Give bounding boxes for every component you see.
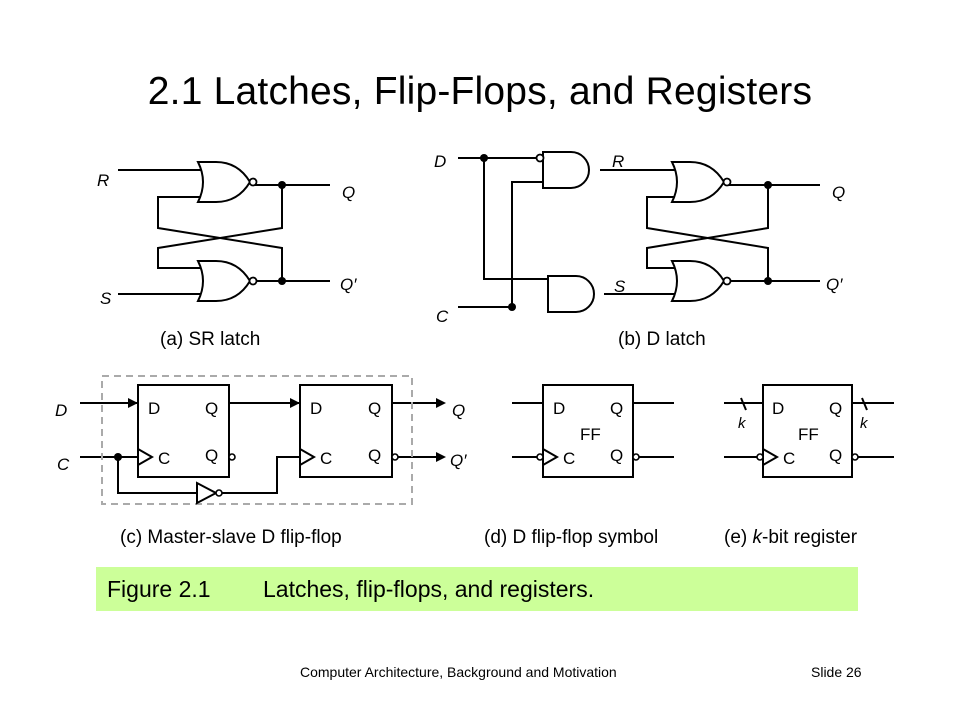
footer-course-title: Computer Architecture, Background and Mo… [300, 664, 617, 680]
ms-output-qprime: Q′ [450, 451, 467, 470]
register-box-q: Q [829, 399, 842, 418]
dlatch-output-q: Q [832, 183, 845, 202]
register-box-d: D [772, 399, 784, 418]
slave-ff-box [299, 384, 393, 478]
dff-box-q: Q [610, 399, 623, 418]
sr-output-qprime: Q′ [340, 275, 357, 294]
sr-input-s: S [100, 289, 112, 308]
sr-nor-gate-bottom [197, 260, 258, 302]
register-caption: (e) k-bit register [724, 527, 858, 548]
sr-nor-gate-top [197, 161, 258, 203]
master-ff-box [137, 384, 230, 478]
master-box-q: Q [205, 399, 218, 418]
dlatch-nor-gate-bottom [671, 260, 732, 302]
dlatch-and-gate-top [542, 151, 590, 189]
master-box-d: D [148, 399, 160, 418]
register-bus-width-out: k [860, 415, 869, 432]
slave-box-q: Q [368, 399, 381, 418]
dlatch-nor-gate-top [671, 161, 732, 203]
register-box-ff: FF [798, 425, 819, 444]
dff-box-c: C [563, 449, 575, 468]
figure-caption-bar: Figure 2.1 Latches, flip-flops, and regi… [96, 567, 858, 611]
register-box [762, 384, 853, 478]
dff-box-qbar: Q [610, 446, 623, 465]
master-slave-dashed-box [101, 375, 413, 505]
dff-symbol-caption: (d) D flip-flop symbol [484, 527, 658, 548]
dff-box-ff: FF [580, 425, 601, 444]
slave-box-qbar: Q [368, 446, 381, 465]
sr-input-r: R [97, 171, 109, 190]
master-slave-caption: (c) Master-slave D flip-flop [120, 527, 342, 548]
slave-box-c: C [320, 449, 332, 468]
dlatch-output-qprime: Q′ [826, 275, 843, 294]
dlatch-signal-s: S [614, 277, 626, 296]
sr-output-q: Q [342, 183, 355, 202]
register-box-c: C [783, 449, 795, 468]
slave-box-d: D [310, 399, 322, 418]
dlatch-signal-r: R [612, 152, 624, 171]
slide-title: 2.1 Latches, Flip-Flops, and Registers [147, 70, 813, 113]
ms-input-d: D [55, 401, 67, 420]
register-box-qbar: Q [829, 446, 842, 465]
dff-box-d: D [553, 399, 565, 418]
master-box-c: C [158, 449, 170, 468]
master-box-qbar: Q [205, 446, 218, 465]
dlatch-caption: (b) D latch [618, 329, 706, 350]
figure-caption-text: Latches, flip-flops, and registers. [263, 576, 595, 602]
ms-input-c: C [57, 455, 70, 474]
d-latch-wires [458, 157, 820, 308]
sr-latch-wires [118, 169, 330, 295]
dlatch-and-gate-bottom [547, 275, 595, 313]
sr-latch-caption: (a) SR latch [160, 329, 260, 350]
register-bus-width-in: k [738, 415, 747, 432]
inverter-gate [196, 481, 219, 505]
dlatch-input-c: C [436, 307, 449, 326]
figure-number: Figure 2.1 [107, 576, 211, 602]
dff-symbol-box [542, 384, 634, 478]
and-inverted-input-bubble [535, 153, 545, 163]
ms-output-q: Q [452, 401, 465, 420]
footer-slide-number: Slide 26 [811, 664, 862, 680]
dlatch-input-d: D [434, 152, 446, 171]
